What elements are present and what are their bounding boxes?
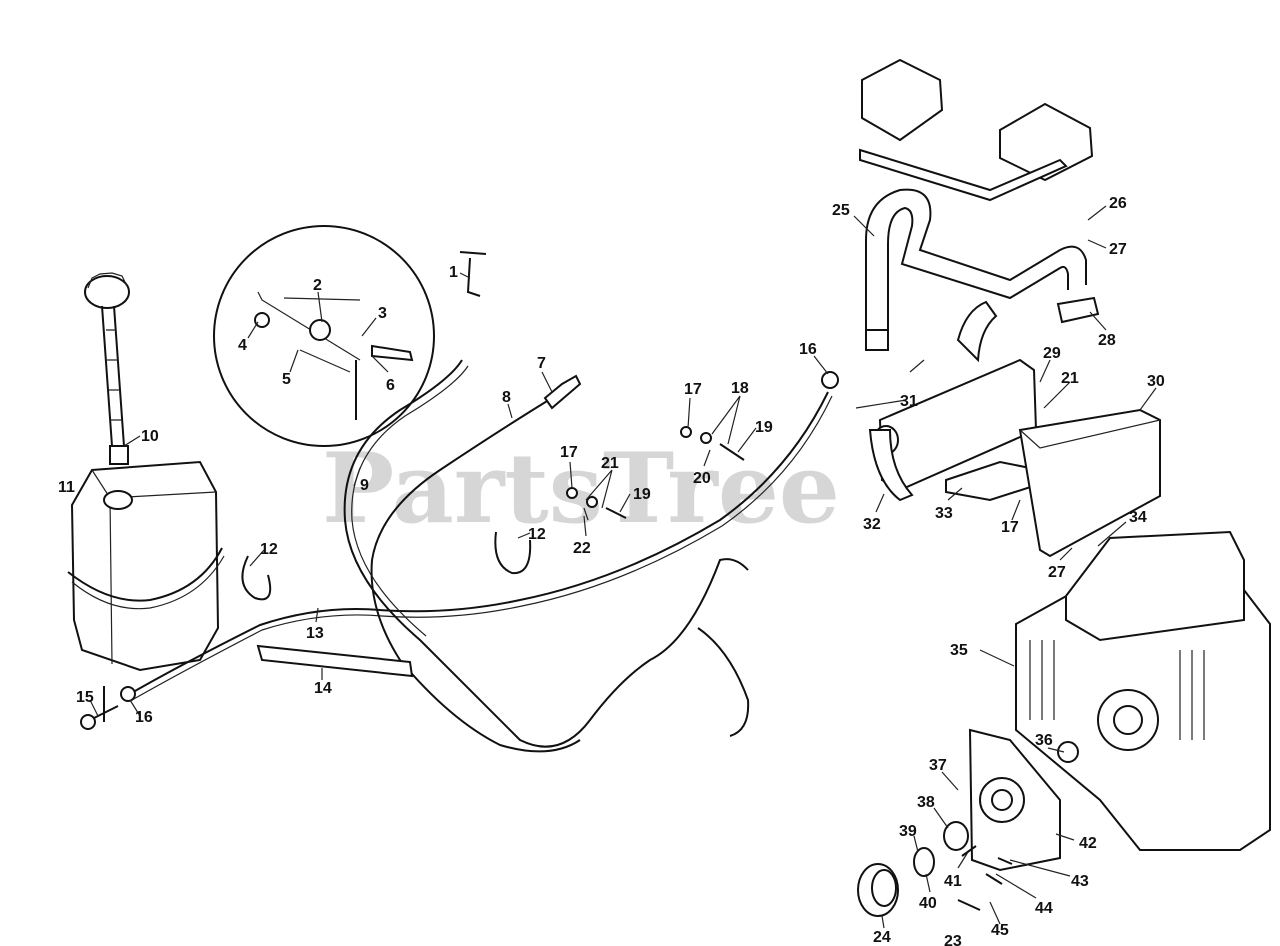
label-33: 33 <box>935 505 953 522</box>
fuel-tank-assembly <box>67 272 225 672</box>
label-35: 35 <box>950 642 968 659</box>
label-38: 38 <box>917 794 935 811</box>
label-3: 3 <box>378 305 387 322</box>
label-20: 20 <box>693 470 711 487</box>
label-31: 31 <box>900 393 918 410</box>
label-23: 23 <box>944 933 962 946</box>
label-1: 1 <box>449 264 458 281</box>
label-45: 45 <box>991 922 1009 939</box>
detail-inset <box>213 225 435 447</box>
gasket-28 <box>1056 296 1100 324</box>
label-44: 44 <box>1035 900 1053 917</box>
label-27-a: 27 <box>1109 241 1127 258</box>
clamp-12-mid <box>494 531 532 575</box>
label-18: 18 <box>731 380 749 397</box>
small-hardware <box>566 426 745 521</box>
leader-lines <box>89 205 1157 929</box>
label-8: 8 <box>502 389 511 406</box>
label-6: 6 <box>386 377 395 394</box>
adapter-plate-42 <box>968 728 1061 872</box>
label-43: 43 <box>1071 873 1089 890</box>
label-14: 14 <box>314 680 332 697</box>
part-7-fitting <box>543 374 582 410</box>
clamp-12-left <box>241 555 272 601</box>
label-2: 2 <box>313 277 322 294</box>
label-27-b: 27 <box>1048 564 1066 581</box>
label-41: 41 <box>944 873 962 890</box>
label-9: 9 <box>360 477 369 494</box>
control-cable <box>343 359 749 748</box>
label-11: 11 <box>58 479 75 496</box>
label-26: 26 <box>1109 195 1127 212</box>
label-17-b: 17 <box>560 444 578 461</box>
gear-24 <box>857 863 899 917</box>
label-15: 15 <box>76 689 94 706</box>
label-17-c: 17 <box>1001 519 1019 536</box>
callout-labels: 1 2 3 4 5 6 7 8 9 10 11 12 12 13 14 15 1… <box>58 195 1165 946</box>
label-39: 39 <box>899 823 917 840</box>
fuel-line <box>127 391 829 696</box>
label-42: 42 <box>1079 835 1097 852</box>
label-16-right: 16 <box>799 341 817 358</box>
exhaust-pipe-25 <box>865 188 1087 351</box>
label-22: 22 <box>573 540 591 557</box>
fuel-shutoff-valve <box>80 686 136 730</box>
label-4: 4 <box>238 337 247 354</box>
label-29: 29 <box>1043 345 1061 362</box>
label-21-a: 21 <box>601 455 619 472</box>
label-19-b: 19 <box>633 486 651 503</box>
label-5: 5 <box>282 371 291 388</box>
engine-35 <box>1015 530 1271 851</box>
throttle-cable <box>370 397 581 753</box>
label-24: 24 <box>873 929 891 946</box>
part-1-pin <box>459 251 487 297</box>
heat-shield-30 <box>1018 408 1161 558</box>
label-36: 36 <box>1035 732 1053 749</box>
label-16-left: 16 <box>135 709 153 726</box>
label-30: 30 <box>1147 373 1165 390</box>
label-17-a: 17 <box>684 381 702 398</box>
label-25: 25 <box>832 202 850 219</box>
label-10: 10 <box>141 428 159 445</box>
label-40: 40 <box>919 895 937 912</box>
label-19-a: 19 <box>755 419 773 436</box>
label-21-b: 21 <box>1061 370 1079 387</box>
muffler <box>868 300 1038 502</box>
label-12-left: 12 <box>260 541 278 558</box>
part-16-fitting <box>821 371 839 389</box>
label-28: 28 <box>1098 332 1116 349</box>
label-7: 7 <box>537 355 546 372</box>
watermark: PartsTree <box>322 432 840 545</box>
seals-38-40 <box>913 741 1079 911</box>
label-12-mid: 12 <box>528 526 546 543</box>
label-34: 34 <box>1129 509 1147 526</box>
label-37: 37 <box>929 757 947 774</box>
exhaust-brackets <box>859 58 1094 202</box>
label-13: 13 <box>306 625 324 642</box>
bracket-14 <box>256 644 414 678</box>
label-32: 32 <box>863 516 881 533</box>
